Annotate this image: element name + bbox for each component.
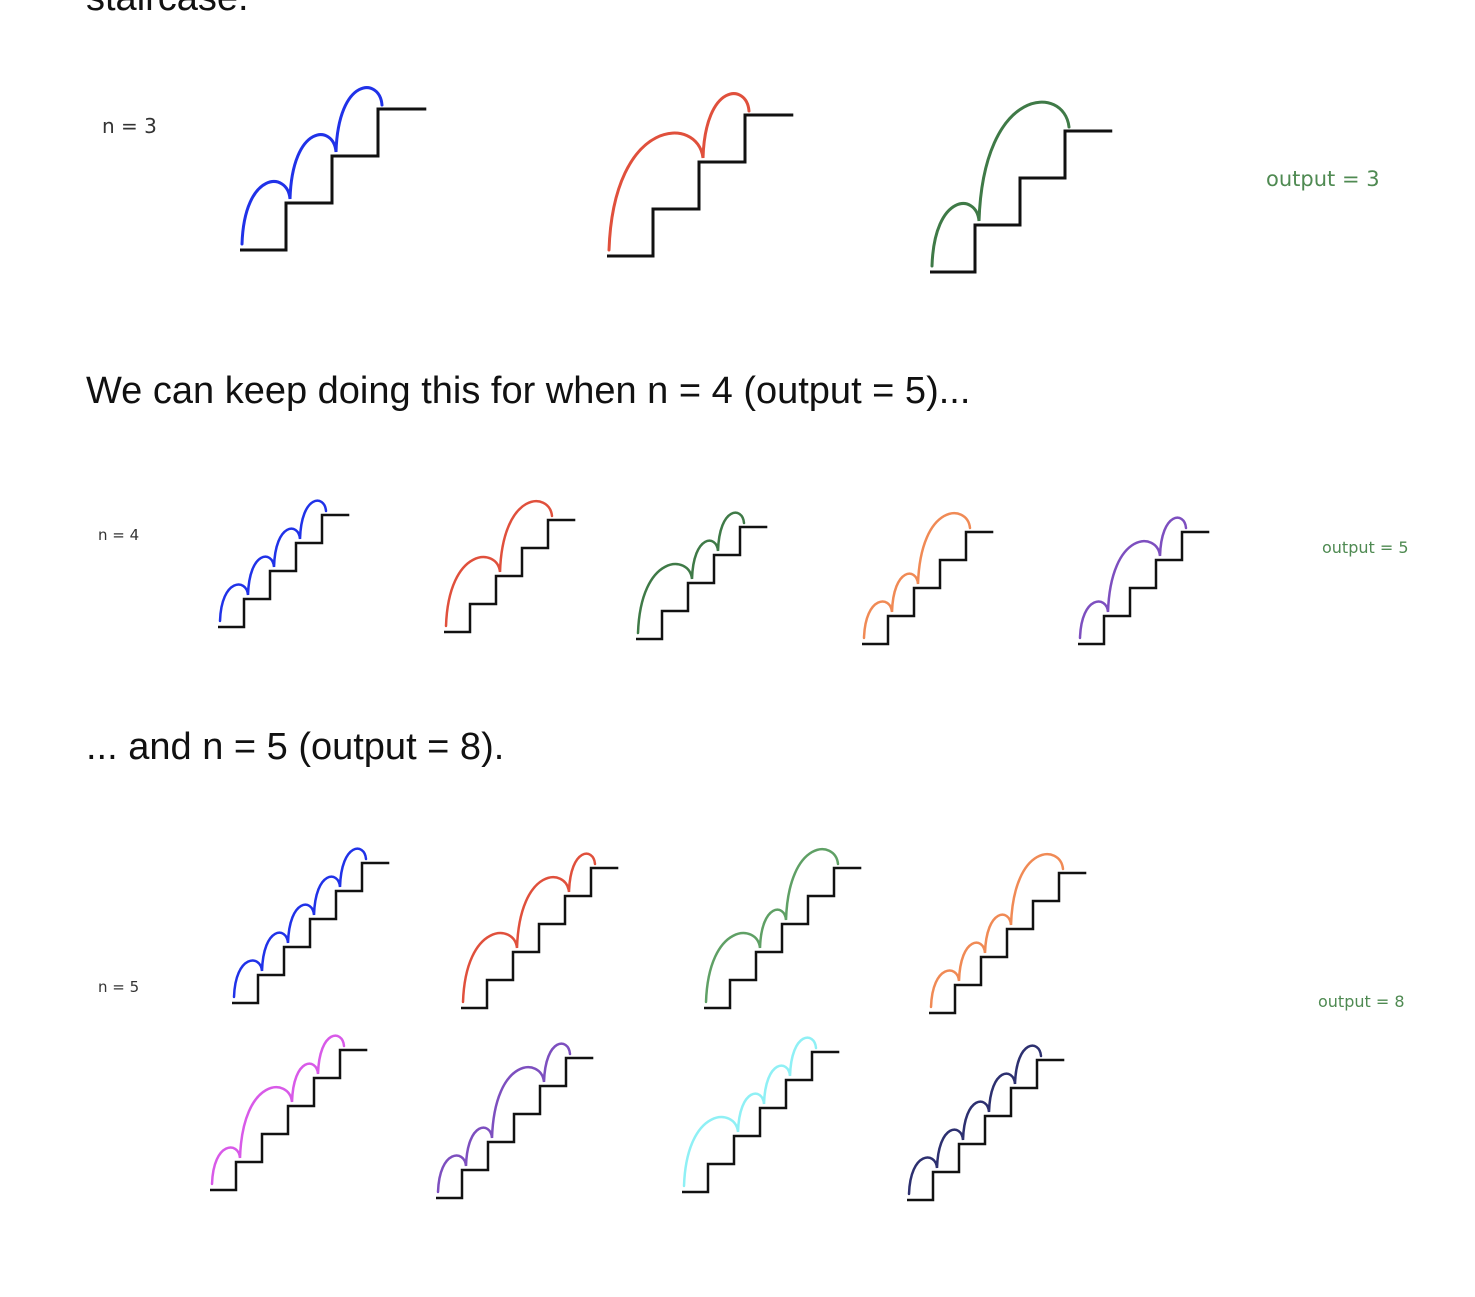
climb-path	[436, 1042, 572, 1194]
paragraph-n4: We can keep doing this for when n = 4 (o…	[86, 370, 971, 412]
climb-path	[907, 1044, 1043, 1196]
staircase-outline	[682, 1050, 840, 1194]
climb-path	[232, 847, 368, 999]
climb-path	[1078, 516, 1188, 640]
n4-way-5	[1078, 516, 1210, 646]
n3-diagrams	[240, 86, 1113, 274]
staircase-outline	[862, 530, 994, 646]
climb-path	[704, 848, 840, 1004]
n4-way-2	[444, 500, 576, 634]
n5-way-5	[210, 1034, 368, 1192]
n3-way-2	[607, 92, 794, 258]
n5-way-3	[704, 848, 862, 1010]
staircase-outline	[210, 1048, 368, 1192]
staircase-outline	[1078, 530, 1210, 646]
staircase-outline	[232, 861, 390, 1005]
n4-way-4	[862, 512, 994, 646]
staircase-outline	[461, 866, 619, 1010]
staircase-outline	[607, 113, 794, 258]
staircase-outline	[444, 518, 576, 634]
climb-path	[461, 852, 597, 1004]
n4-way-1	[218, 499, 350, 629]
n4-output-label: output = 5	[1322, 538, 1409, 557]
n5-way-8	[907, 1044, 1065, 1202]
n4-way-3	[636, 511, 768, 641]
climb-path	[862, 512, 972, 640]
staircase-outline	[218, 513, 350, 629]
climb-path	[218, 499, 328, 623]
climb-path	[929, 853, 1065, 1009]
staircase-outline	[929, 871, 1087, 1015]
climb-path	[210, 1034, 346, 1186]
staircase-outline	[240, 107, 427, 252]
staircase-outline	[907, 1058, 1065, 1202]
n3-label: n = 3	[102, 114, 157, 138]
n5-label: n = 5	[98, 978, 139, 996]
n4-diagrams	[218, 499, 1210, 646]
n5-way-6	[436, 1042, 594, 1200]
staircase-outline	[704, 866, 862, 1010]
climb-path	[607, 92, 751, 252]
n5-output-label: output = 8	[1318, 992, 1405, 1011]
n3-output-label: output = 3	[1266, 167, 1380, 191]
n3-way-3	[930, 100, 1113, 274]
staircase-outline	[436, 1056, 594, 1200]
n5-way-7	[682, 1036, 840, 1194]
n3-way-1	[240, 86, 427, 252]
n5-diagrams	[210, 847, 1087, 1202]
n5-way-4	[929, 853, 1087, 1015]
n4-label: n = 4	[98, 526, 139, 544]
staircase-outline	[636, 525, 768, 641]
climb-path	[682, 1036, 818, 1188]
climb-path	[444, 500, 554, 628]
climb-path	[240, 86, 384, 246]
staircase-outline	[930, 129, 1113, 274]
climb-path	[930, 100, 1071, 268]
cut-off-sentence: staircase.	[86, 0, 249, 20]
n5-way-2	[461, 852, 619, 1010]
n5-way-1	[232, 847, 390, 1005]
climb-path	[636, 511, 746, 635]
paragraph-n5: ... and n = 5 (output = 8).	[86, 726, 505, 768]
